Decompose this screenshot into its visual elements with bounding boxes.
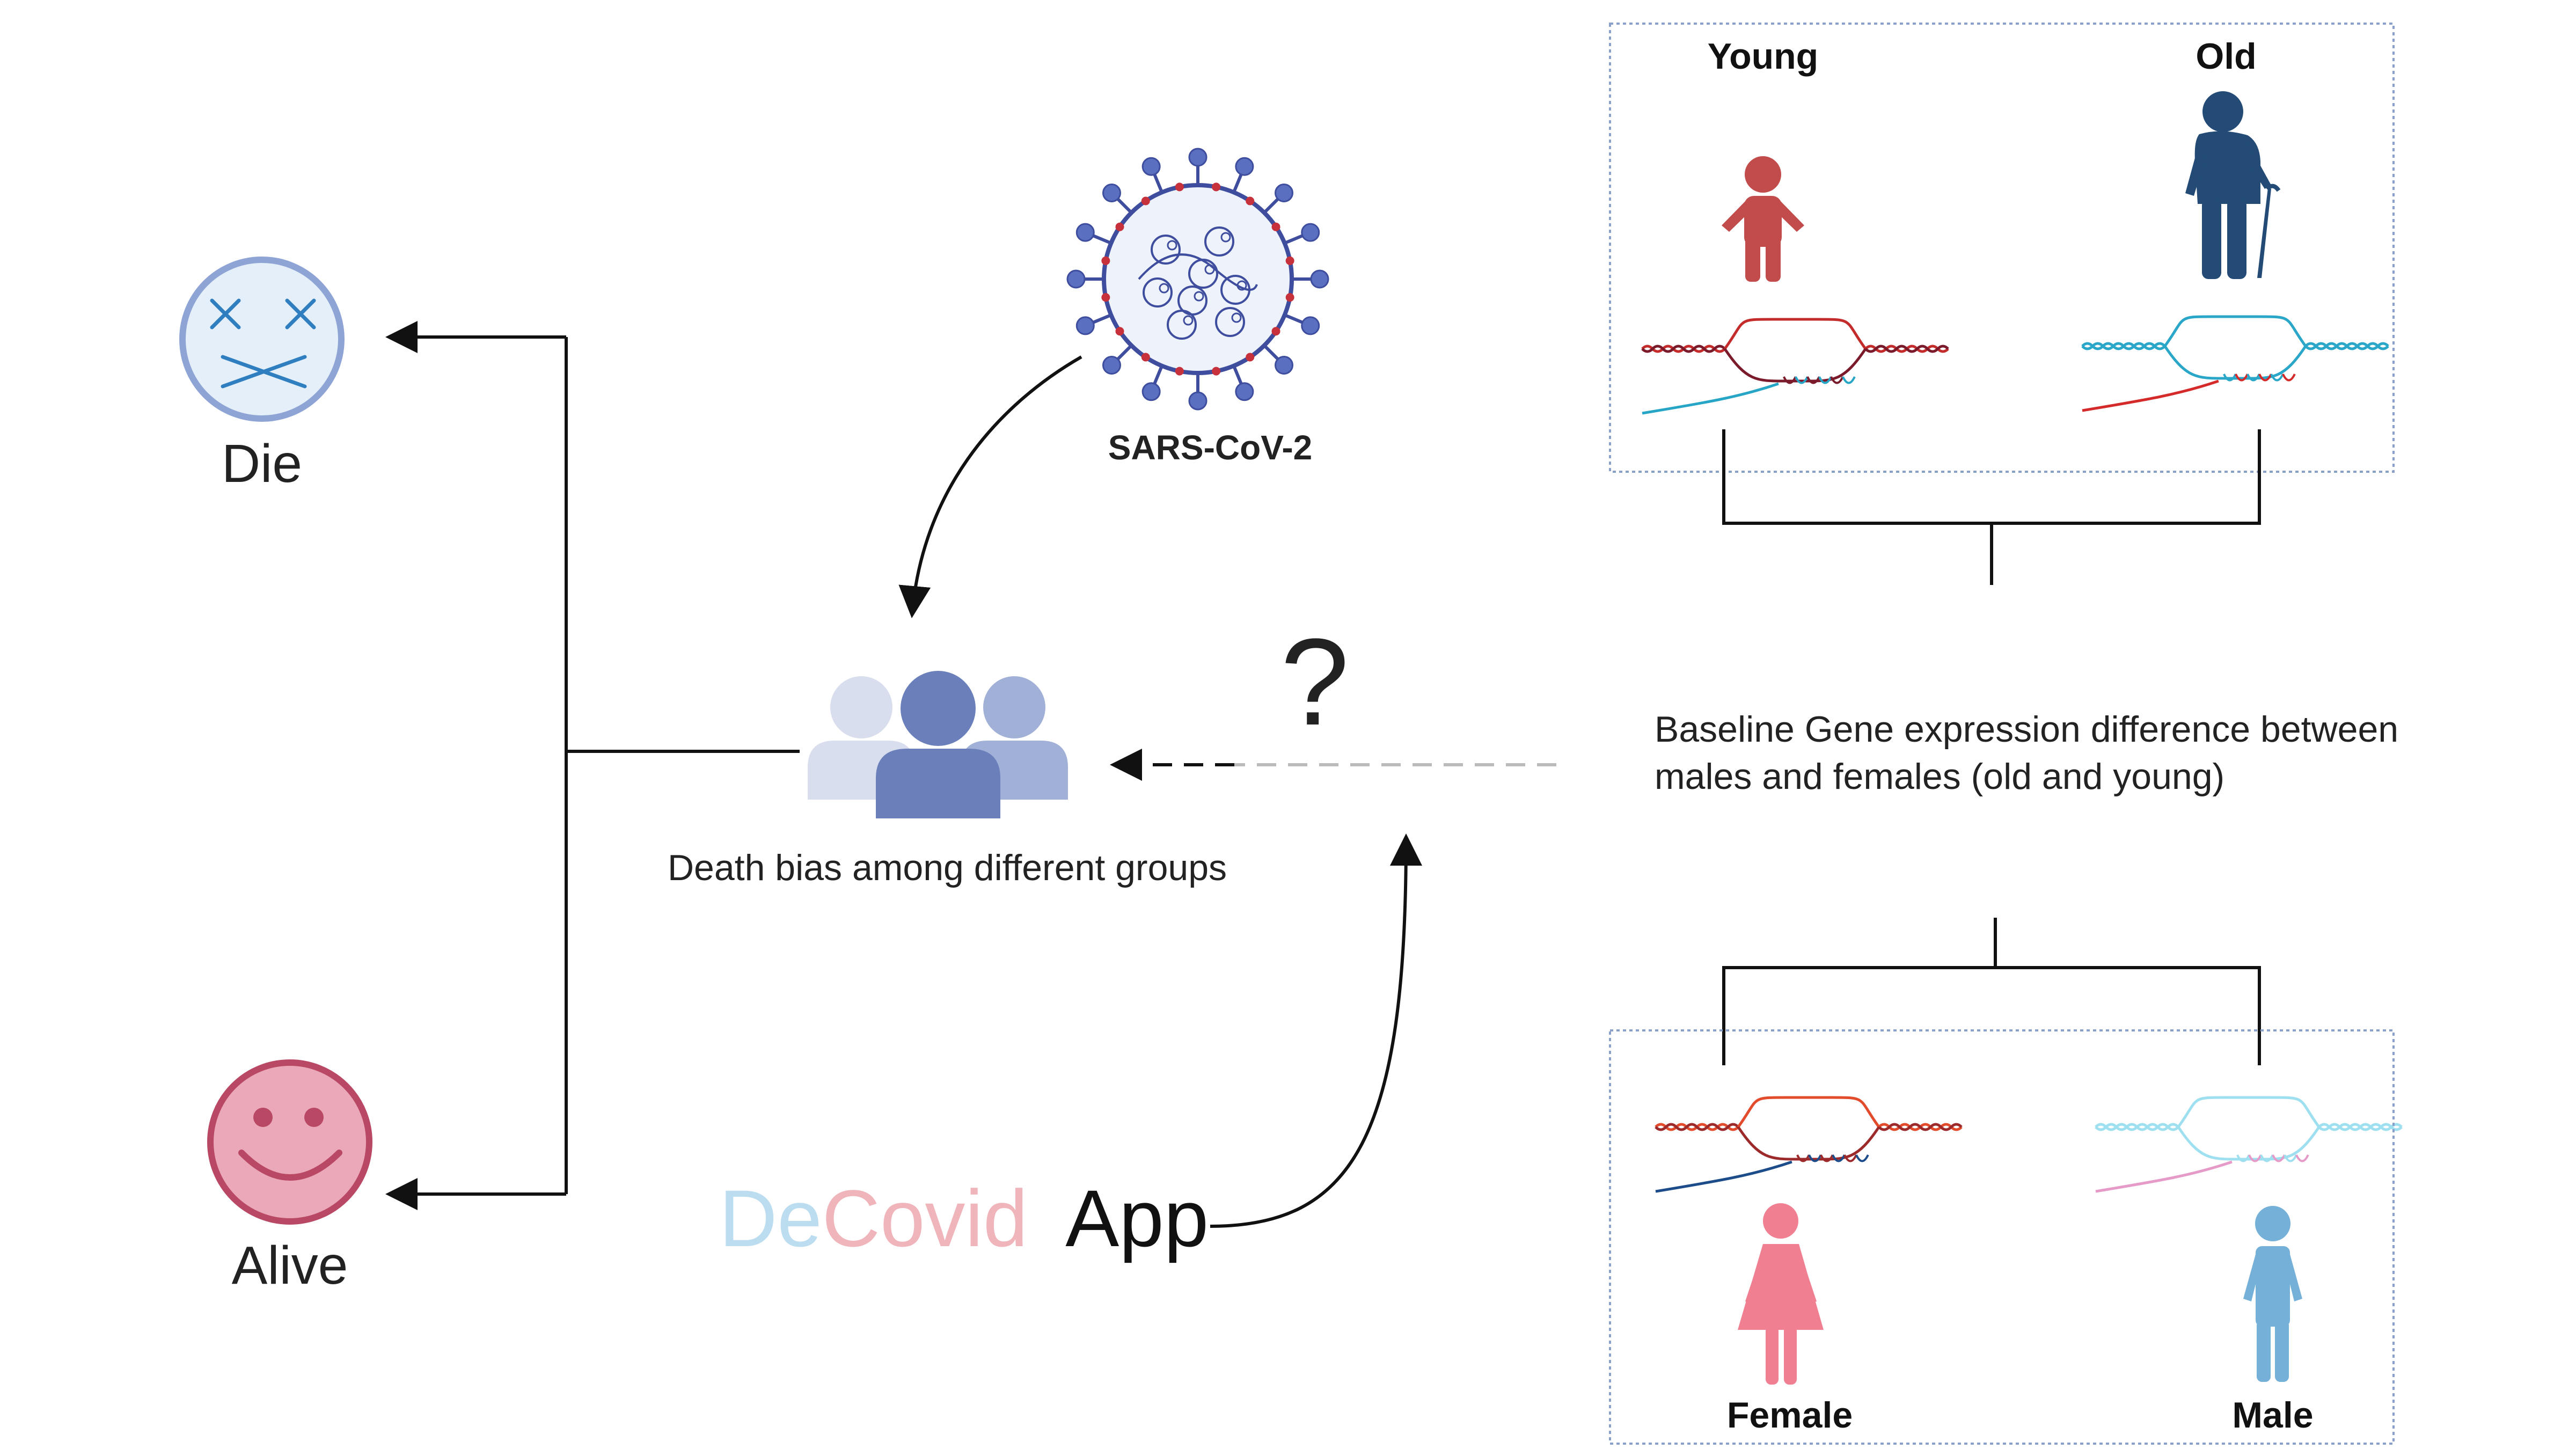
groups-caption: Death bias among different groups (668, 847, 1227, 888)
elderly-person-icon (2185, 91, 2281, 279)
decovid-app-label: DeCovid App (719, 1173, 1209, 1263)
virus-to-groups-arrow (898, 355, 1082, 618)
dna-transcription-male-icon (2095, 1096, 2403, 1193)
sars-cov-2-virus-icon (1066, 148, 1329, 411)
app-to-groups-arrow (1210, 833, 1422, 1228)
people-group-icon (808, 671, 1068, 818)
old-label: Old (2196, 36, 2256, 77)
die-label: Die (222, 434, 302, 494)
dead-face-icon (179, 257, 345, 422)
app-name-de: De (719, 1173, 822, 1263)
baseline-difference-text-line1: Baseline Gene expression difference betw… (1655, 709, 2398, 750)
young-label: Young (1708, 36, 1818, 77)
dna-transcription-old-icon (2081, 315, 2389, 412)
sex-bracket-connector (1722, 918, 2261, 1065)
app-name-app: App (1065, 1173, 1209, 1263)
alive-outcome: Alive (207, 1059, 372, 1296)
question-mark: ? (1280, 613, 1349, 751)
app-name-covid: Covid (822, 1173, 1028, 1263)
male-label: Male (2232, 1395, 2313, 1436)
alive-label: Alive (232, 1235, 348, 1296)
age-comparison-panel (1609, 23, 2395, 473)
male-person-icon (2243, 1206, 2302, 1382)
child-icon (1722, 156, 1804, 282)
outcome-bracket-connector (385, 321, 800, 1210)
female-label: Female (1727, 1395, 1853, 1436)
baseline-difference-text-line2: males and females (old and young) (1655, 756, 2224, 797)
die-outcome: Die (179, 257, 345, 494)
dna-transcription-female-icon (1655, 1096, 1963, 1193)
virus-label: SARS-CoV-2 (1108, 428, 1313, 467)
smiley-face-icon (207, 1059, 372, 1225)
age-bracket-connector (1722, 429, 2261, 585)
dna-transcription-young-icon (1641, 318, 1949, 415)
female-person-icon (1738, 1203, 1824, 1385)
